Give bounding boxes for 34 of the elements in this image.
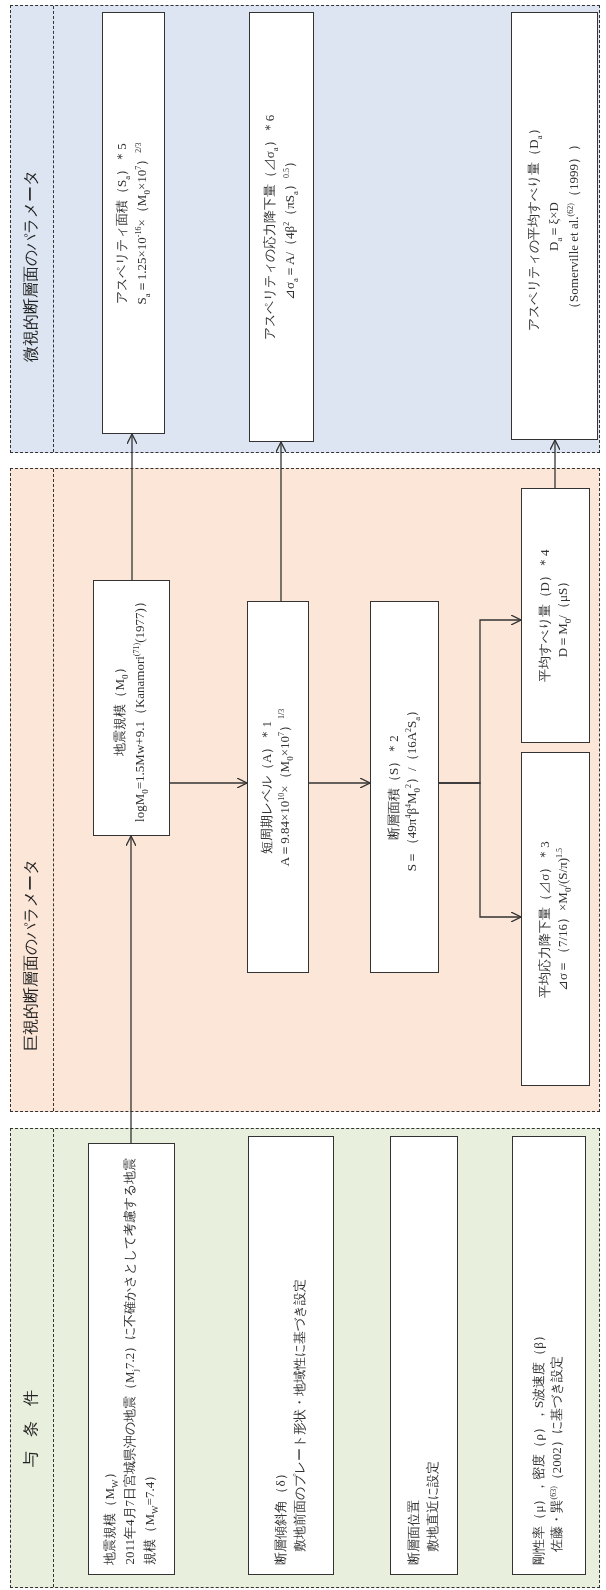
arrow (125, 835, 137, 1144)
parameter-box (246, 601, 309, 974)
parameter-box (87, 1143, 175, 1576)
formula-text: 敷地前面のプレート形状・地域性に基づき設定 (290, 1277, 308, 1554)
group-panel (10, 468, 600, 1112)
parameter-box (520, 752, 590, 1087)
panel-title: 微視的断層面のパラメータ (21, 170, 40, 362)
panel-title: 与条件 (21, 1375, 40, 1467)
parameter-box (248, 12, 314, 443)
parameter-box (92, 580, 170, 837)
parameter-box (510, 12, 598, 441)
group-panel (10, 1128, 600, 1588)
parameter-box (520, 488, 590, 744)
arrow (275, 441, 287, 602)
formula-text: 敷地直近に設定 (423, 1459, 441, 1554)
parameter-box (247, 1136, 334, 1576)
panel-title: 巨視的断層面のパラメータ (21, 859, 40, 1051)
group-panel (10, 5, 600, 453)
parameter-label: 断層面積（S）＊2 (384, 734, 402, 842)
parameter-label: 断層面位置 (405, 1498, 423, 1565)
arrow (438, 614, 522, 784)
parameter-label: 平均応力降下量（⊿σ）＊3 (535, 840, 553, 1000)
parameter-label: 剛性率（μ），密度（ρ），S波速度（β） (530, 1328, 548, 1565)
parameter-label: 短周期レベル（A）＊1 (258, 720, 276, 856)
parameter-box (101, 12, 165, 435)
parameter-label: 断層傾斜角（δ） (272, 1466, 290, 1565)
arrow (308, 777, 371, 789)
parameter-box (369, 601, 439, 974)
parameter-label: 平均すべり量（D）＊4 (535, 548, 553, 685)
arrow (169, 777, 248, 789)
parameter-box (511, 1136, 586, 1576)
arrow (126, 433, 138, 581)
parameter-box (389, 1136, 458, 1576)
arrow (549, 439, 561, 489)
